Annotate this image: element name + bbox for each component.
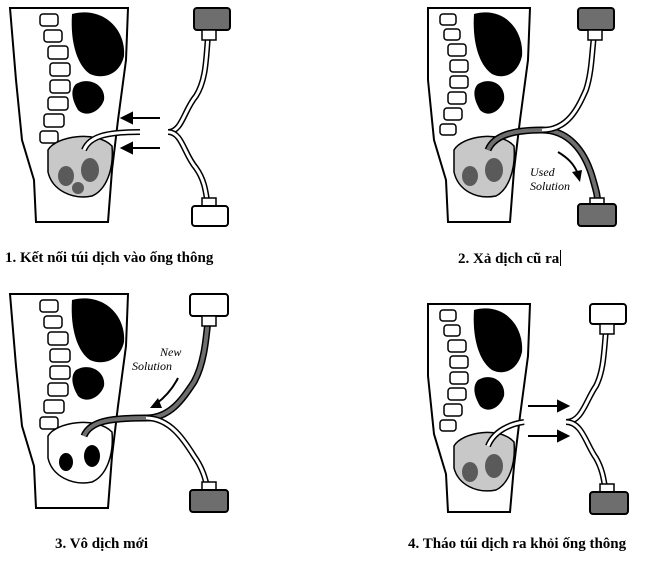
solution-bag-icon [589, 303, 627, 335]
used-solution-label-2: Solution [530, 179, 570, 193]
liver-organ [473, 12, 523, 77]
abdomen-cavity [453, 431, 516, 492]
intestine-organ [72, 81, 105, 114]
upper-tubing [541, 35, 597, 133]
intestine-organ [72, 367, 105, 400]
intestine-organ [474, 81, 505, 114]
drain-bag-icon [577, 197, 617, 227]
liver-organ [71, 298, 125, 363]
step2-caption: 2. Xả dịch cũ ra [458, 250, 562, 268]
step1-caption: 1. Kết nối túi dịch vào ống thông [5, 250, 214, 266]
new-solution-label-2: Solution [132, 359, 172, 373]
inflow-arrows-icon [119, 111, 160, 155]
abdomen-cavity [47, 421, 114, 484]
step2-illustration: Used Solution [418, 0, 658, 240]
step2-caption-text: 2. Xả dịch cũ ra [458, 251, 560, 267]
drain-bag-icon [189, 481, 229, 513]
intestine-organ [474, 377, 505, 410]
spine-icon [439, 13, 469, 136]
lower-tubing [145, 415, 211, 491]
step3-caption: 3. Vô dịch mới [55, 536, 149, 552]
liver-organ [473, 308, 523, 373]
outflow-arrows-icon [528, 399, 571, 443]
text-cursor [560, 250, 562, 266]
step4-caption: 4. Tháo túi dịch ra khỏi ống thông [408, 536, 627, 552]
step3-illustration: New Solution [0, 290, 330, 520]
new-solution-label-1: New [159, 345, 181, 359]
solution-bag-icon [577, 7, 615, 41]
step1-illustration [0, 0, 330, 240]
drain-arrow-icon [557, 151, 579, 175]
drain-bag-icon [191, 197, 229, 227]
spine-icon [439, 309, 469, 432]
liver-organ [71, 12, 125, 77]
used-solution-label-1: Used [530, 165, 556, 179]
solution-bag-icon [189, 293, 229, 327]
fill-arrow-icon [155, 377, 179, 405]
spine-icon [39, 299, 71, 430]
solution-bag-icon [193, 7, 231, 41]
drain-bag-icon [589, 483, 629, 515]
abdomen-cavity [453, 135, 516, 198]
step4-illustration [418, 290, 658, 520]
spine-icon [39, 13, 71, 144]
